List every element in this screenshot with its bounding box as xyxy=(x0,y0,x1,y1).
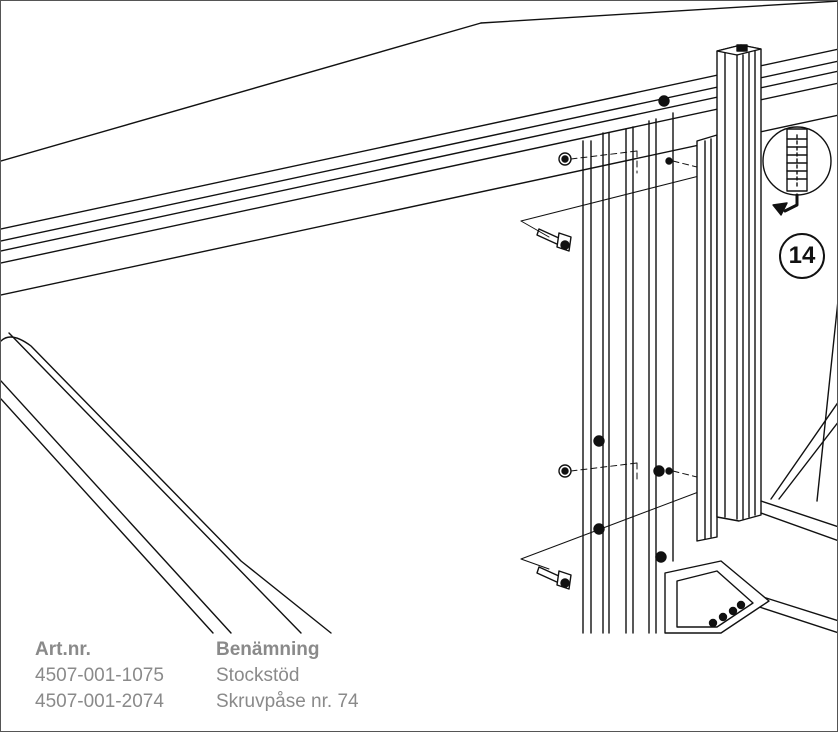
column-header-article: Art.nr. xyxy=(35,639,91,660)
bolt-upper xyxy=(536,228,572,252)
bolt-leader-lines xyxy=(520,172,718,570)
parts-table: Art.nr. Benämning 4507-001-1075 Stockstö… xyxy=(35,637,359,715)
log-support-bracket xyxy=(696,134,718,542)
parts-table-row: 4507-001-2074 Skruvpåse nr. 74 xyxy=(35,689,359,715)
step-number-badge: 14 xyxy=(779,233,825,279)
parts-table-row: 4507-001-1075 Stockstöd xyxy=(35,663,359,689)
part-name: Stockstöd xyxy=(216,665,300,686)
direction-arrow-icon xyxy=(772,193,799,216)
column-header-name: Benämning xyxy=(216,639,320,660)
vertical-post xyxy=(582,112,674,634)
left-lower-beam xyxy=(1,332,332,634)
post-bolt-holes xyxy=(558,95,673,563)
article-number: 4507-001-1075 xyxy=(35,665,164,686)
bolt-lower xyxy=(536,566,572,590)
top-beam xyxy=(1,1,837,296)
alignment-lines xyxy=(570,150,706,482)
article-number: 4507-001-2074 xyxy=(35,691,164,712)
measuring-scale-icon xyxy=(762,126,832,196)
base-bracket xyxy=(664,560,770,634)
part-name: Skruvpåse nr. 74 xyxy=(216,691,359,712)
parts-table-header: Art.nr. Benämning xyxy=(35,637,359,663)
profile-post xyxy=(716,44,762,522)
